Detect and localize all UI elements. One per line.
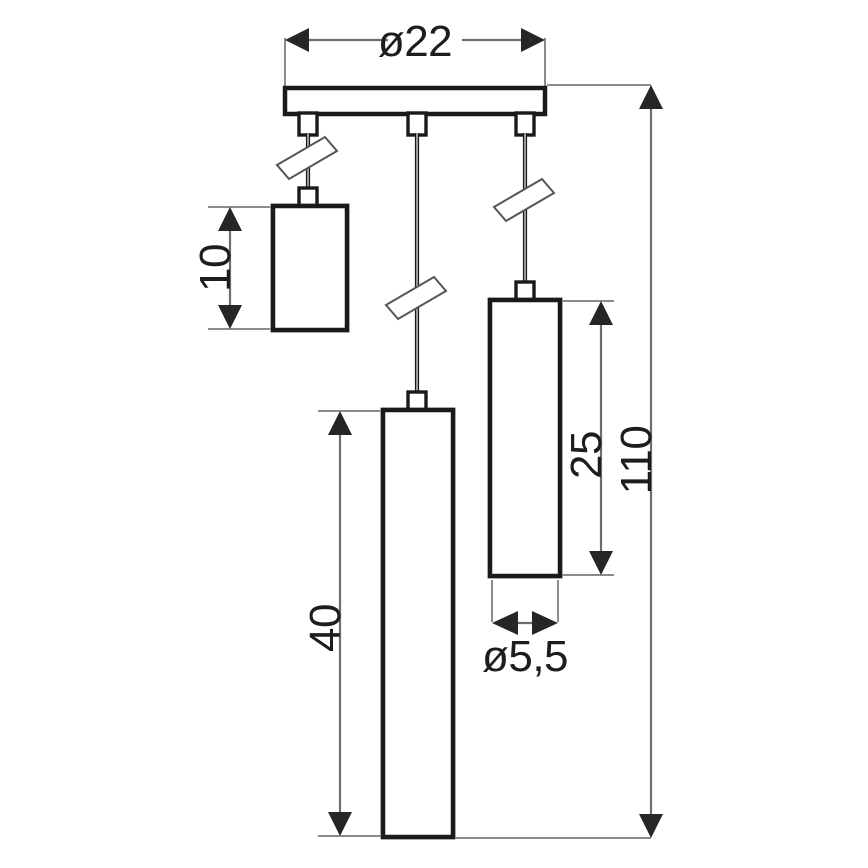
dimension-shade-diameter: ø5,5 [482, 580, 569, 681]
shade-outline-right [487, 297, 563, 579]
canopy-body [282, 85, 548, 117]
dimension-long-shade-height: 40 [301, 410, 381, 837]
arrow-canopy-right [521, 28, 545, 52]
break-mark-center-shape [384, 275, 448, 321]
pendant-long [380, 111, 456, 840]
canopy-stub-right [514, 111, 536, 137]
pendant-medium [487, 111, 563, 579]
arrow-110-bottom [639, 814, 663, 838]
shade-outline-center [380, 407, 456, 840]
arrow-10-bottom [218, 305, 242, 329]
dim-label-long-shade-height: 40 [301, 604, 350, 652]
dimension-canopy-width: ø22 [284, 17, 546, 86]
break-mark-left-shape [275, 135, 339, 181]
arrow-25-top [589, 301, 613, 325]
arrow-40-bottom [328, 812, 352, 836]
arrow-25-bottom [589, 551, 613, 575]
dim-label-medium-shade-height: 25 [562, 431, 611, 479]
arrow-d55-left [492, 611, 518, 635]
arrow-10-top [218, 207, 242, 231]
arrow-canopy-left [285, 28, 309, 52]
dim-label-shade-diameter: ø5,5 [482, 632, 568, 681]
canopy-stub-center [406, 111, 428, 137]
arrow-40-top [328, 411, 352, 435]
dimension-short-shade-height: 10 [191, 206, 271, 330]
cable-break-left [275, 135, 339, 181]
dim-label-canopy-width: ø22 [378, 17, 452, 66]
canopy-stub-left [297, 111, 319, 137]
dim-label-total-height: 110 [612, 426, 661, 495]
cable-break-right [492, 177, 556, 223]
shade-outline-left [270, 203, 350, 333]
dim-label-short-shade-height: 10 [191, 244, 240, 292]
pendant-short [270, 111, 350, 333]
ceiling-canopy-plate [282, 85, 548, 117]
dimension-medium-shade-height: 25 [562, 300, 614, 576]
cable-break-center [384, 275, 448, 321]
break-mark-right-shape [492, 177, 556, 223]
arrow-110-top [639, 85, 663, 109]
dimension-total-height: 110 [455, 84, 663, 839]
arrow-d55-right [532, 611, 558, 635]
